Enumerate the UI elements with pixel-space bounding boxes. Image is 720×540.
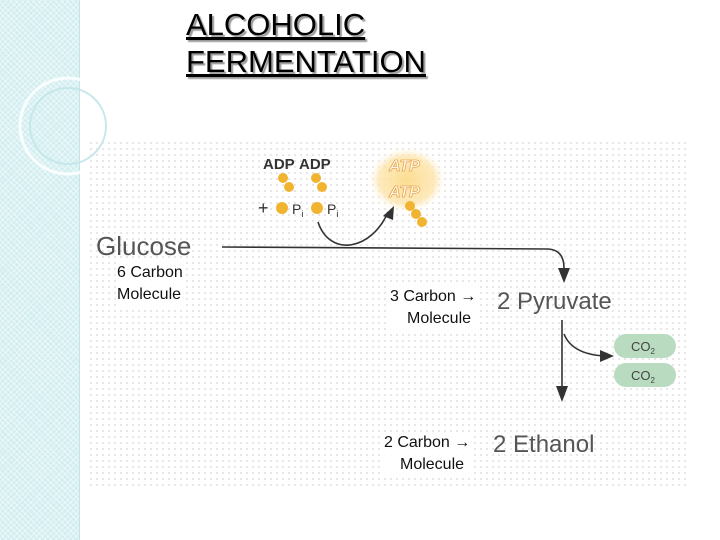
phosphate-1-icon [276,202,288,214]
glucose-annotation-line-2: Molecule [117,286,182,303]
pi-label-2: Pi [327,201,338,219]
co2-branch-arrow [563,333,605,357]
pyruvate-annotation-line-2: Molecule [407,310,472,327]
pyruvate-annotation-line-1: 3 Carbon → [390,288,477,305]
pyruvate-annotation: 3 Carbon → Molecule [390,286,477,330]
slide-title: ALCOHOLIC FERMENTATION [186,6,426,80]
ethanol-label: 2 Ethanol [493,431,594,458]
ethanol-annotation-line-1: 2 Carbon → [384,434,471,451]
co2-label-1: CO2 [631,339,656,356]
atp-curve-arrow [317,211,389,246]
co2-arrowhead [600,350,614,362]
adp-phosphate-chain-2 [311,173,327,192]
ethanol-annotation-line-2: Molecule [400,456,465,473]
plus-sign: + [258,198,269,218]
glucose-annotation-line-1: 6 Carbon [117,264,183,281]
pi-label-1: Pi [292,201,303,219]
main-flow-arrow [221,246,565,272]
atp-arrowhead [383,206,394,220]
title-line-1: ALCOHOLIC [186,7,366,42]
glucose-label: Glucose [96,231,191,261]
glucose-annotation: 6 Carbon Molecule [117,262,183,306]
decorative-ring-ornament [18,76,118,176]
atp-label-1: ATP [388,158,420,175]
adp-label-1: ADP [263,156,295,173]
decorative-side-panel [0,0,80,540]
pyruvate-label: 2 Pyruvate [497,288,612,315]
adp-label-2: ADP [299,156,331,173]
title-line-2: FERMENTATION [186,44,426,79]
atp-glow [367,146,447,214]
atp-label-2: ATP [388,184,420,201]
co2-label-2: CO2 [631,368,656,385]
adp-phosphate-chain-1 [278,173,294,192]
phosphate-2-icon [311,202,323,214]
atp-phosphate-chain [405,201,427,227]
ethanol-annotation: 2 Carbon → Molecule [384,432,471,476]
ethanol-arrowhead [556,386,568,402]
co2-pill-2 [614,363,676,387]
pyruvate-arrowhead [558,268,570,283]
co2-pill-1 [614,334,676,358]
